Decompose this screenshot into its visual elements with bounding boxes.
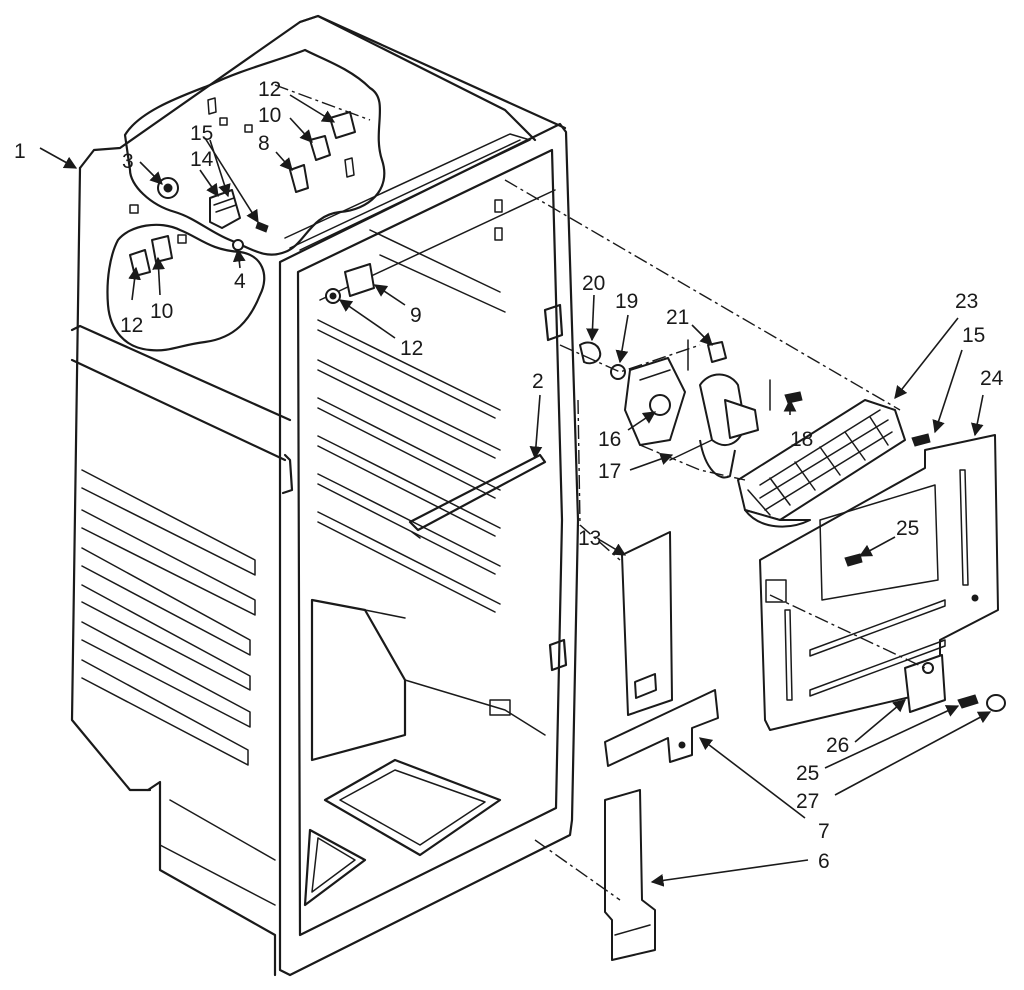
callout-12-side: 12	[120, 314, 143, 337]
callout-23: 23	[955, 290, 978, 313]
callout-arrows	[39, 94, 992, 887]
callout-12-liner: 12	[400, 337, 423, 360]
callout-9: 9	[410, 304, 422, 327]
callout-14: 14	[190, 148, 214, 171]
part-6-cover	[604, 789, 656, 961]
cutaway-side	[106, 223, 266, 352]
cutaway-top	[123, 48, 386, 256]
callout-13: 13	[578, 527, 601, 550]
callout-8: 8	[258, 132, 270, 155]
part-23-grille	[737, 399, 906, 528]
callout-25-panel: 25	[896, 517, 919, 540]
mounting-hardware	[844, 433, 1006, 713]
callout-labels: 1 2 3 4 6 7 8 9 10 10 12 12 12 13 14 15 …	[14, 78, 1004, 873]
callout-10-top: 10	[258, 104, 281, 127]
callout-26: 26	[826, 734, 849, 757]
callout-27: 27	[796, 790, 819, 813]
callout-16: 16	[598, 428, 621, 451]
callout-21: 21	[666, 306, 689, 329]
callout-20: 20	[582, 272, 605, 295]
callout-15-right: 15	[962, 324, 985, 347]
dashed-assembly-lines	[274, 84, 926, 901]
callout-17: 17	[598, 460, 621, 483]
callout-1: 1	[14, 140, 26, 163]
part-2-bracket	[408, 453, 547, 539]
cabinet-liner	[70, 14, 580, 977]
callout-4: 4	[234, 270, 246, 293]
callout-12-top: 12	[258, 78, 281, 101]
part-13-duct	[621, 531, 673, 716]
callout-19: 19	[615, 290, 638, 313]
callout-25-bottom: 25	[796, 762, 819, 785]
callout-7: 7	[818, 820, 830, 843]
fan-motor-assembly	[579, 339, 803, 479]
callout-2: 2	[532, 370, 544, 393]
control-parts	[129, 97, 375, 304]
callout-24: 24	[980, 367, 1004, 390]
callout-10-side: 10	[150, 300, 173, 323]
callout-3: 3	[122, 150, 134, 173]
callout-15-top: 15	[190, 122, 213, 145]
callout-6: 6	[818, 850, 830, 873]
part-7-plate	[604, 689, 719, 767]
callout-18: 18	[790, 428, 813, 451]
